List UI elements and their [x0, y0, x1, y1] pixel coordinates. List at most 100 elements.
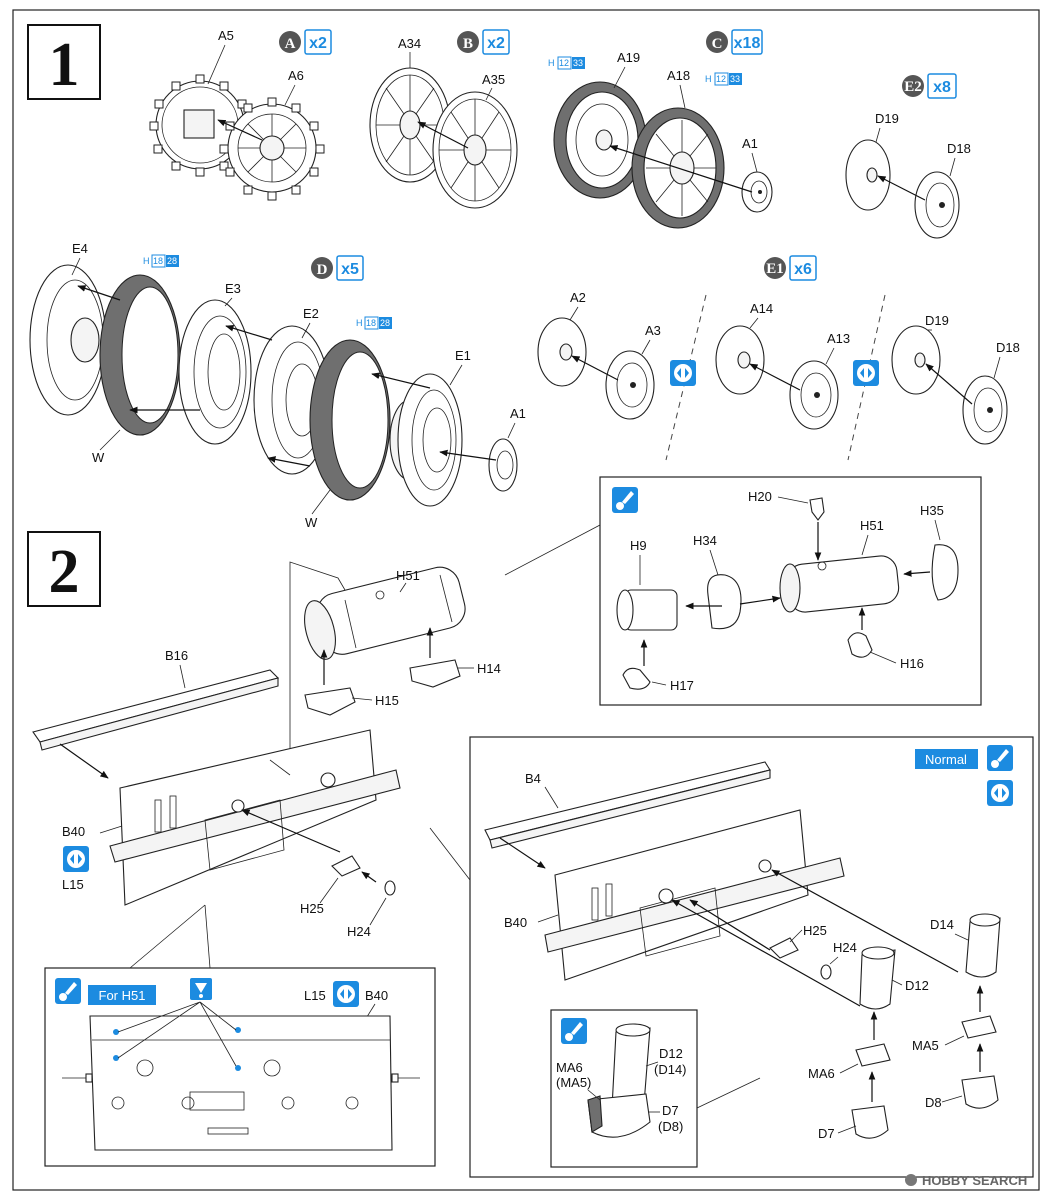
svg-text:A1: A1 [742, 136, 758, 151]
hull-side-b16-b40 [32, 669, 401, 906]
svg-text:H: H [705, 74, 712, 84]
svg-text:H9: H9 [630, 538, 647, 553]
svg-text:MA6: MA6 [808, 1066, 835, 1081]
svg-text:1: 1 [49, 31, 80, 99]
detail-h51: H51 [779, 518, 900, 613]
normal-panel: Normal B4 B40 H25 H24 [469, 736, 1034, 1178]
tire-w1 [99, 274, 181, 436]
badge-b: B x2 [457, 29, 510, 55]
idler-group: B x2 A34 A35 [369, 29, 518, 209]
svg-text:C: C [712, 36, 723, 52]
tire-w2 [309, 339, 391, 501]
roadwheel-a18 [631, 107, 725, 229]
normal-h24: H24 [820, 940, 857, 980]
normal-d14: D14 [930, 913, 1001, 978]
svg-text:B40: B40 [62, 824, 85, 839]
wheel-d-group: D x5 H 18 28 H 18 28 [29, 241, 526, 530]
svg-text:H51: H51 [396, 568, 420, 583]
svg-text:E1: E1 [455, 348, 471, 363]
alt-d19 [891, 325, 941, 395]
svg-text:A6: A6 [288, 68, 304, 83]
svg-text:H24: H24 [833, 940, 857, 955]
hubcap-d-a1 [488, 438, 518, 492]
svg-text:H51: H51 [860, 518, 884, 533]
paint-brush-icon [55, 978, 81, 1004]
svg-text:A5: A5 [218, 28, 234, 43]
svg-text:E4: E4 [72, 241, 88, 256]
svg-text:A19: A19 [617, 50, 640, 65]
part-h24: H24 [347, 871, 396, 939]
magnifier-leader [289, 561, 346, 775]
badge-c: C x18 [706, 29, 763, 55]
svg-text:D14: D14 [930, 917, 954, 932]
badge-d: D x5 [311, 255, 364, 281]
paint-brush-icon [612, 487, 638, 513]
part-h25: H25 [300, 855, 361, 916]
svg-text:12: 12 [559, 58, 569, 68]
svg-text:D18: D18 [996, 340, 1020, 355]
svg-text:28: 28 [380, 318, 390, 328]
normal-h25: H25 [769, 923, 827, 959]
bracket-h14: H14 [409, 627, 501, 688]
drill-hole-icon [190, 978, 212, 1000]
badge-e2: E2 x8 [902, 73, 957, 99]
svg-text:H20: H20 [748, 489, 772, 504]
alt-a13 [789, 360, 839, 430]
paint-brush-icon [561, 1018, 587, 1044]
svg-text:(D14): (D14) [654, 1062, 687, 1077]
paint-brush-icon [987, 745, 1013, 771]
svg-text:D8: D8 [925, 1095, 942, 1110]
svg-text:A34: A34 [398, 36, 421, 51]
for-h51-tag: For H51 [88, 985, 156, 1005]
svg-text:33: 33 [730, 74, 740, 84]
svg-text:(D8): (D8) [658, 1119, 683, 1134]
svg-text:A: A [285, 36, 296, 52]
svg-text:x2: x2 [309, 35, 327, 52]
svg-text:28: 28 [167, 256, 177, 266]
svg-text:MA6: MA6 [556, 1060, 583, 1075]
paint-code-d1: H 18 28 [143, 254, 179, 268]
detail-h17: H17 [622, 639, 694, 693]
svg-text:A3: A3 [645, 323, 661, 338]
svg-text:D12: D12 [905, 978, 929, 993]
detail-h16: H16 [847, 607, 924, 671]
svg-text:18: 18 [366, 318, 376, 328]
svg-text:B4: B4 [525, 771, 541, 786]
normal-d12: D12 [859, 946, 929, 1010]
paint-code-c1: H 12 33 [548, 56, 585, 70]
svg-text:D12: D12 [659, 1046, 683, 1061]
svg-text:H: H [548, 58, 555, 68]
roadwheel-c-group: C x18 H 12 33 H 12 33 [548, 29, 773, 229]
svg-text:E2: E2 [904, 79, 922, 95]
svg-text:D: D [317, 262, 328, 278]
svg-text:D19: D19 [875, 111, 899, 126]
svg-text:H17: H17 [670, 678, 694, 693]
svg-text:Normal: Normal [925, 752, 967, 767]
svg-text:H35: H35 [920, 503, 944, 518]
alt-a14 [715, 325, 765, 395]
svg-text:D7: D7 [818, 1126, 835, 1141]
step-1-badge: 1 [27, 24, 101, 100]
svg-text:18: 18 [153, 256, 163, 266]
wheel-e4 [29, 264, 107, 416]
svg-text:33: 33 [573, 58, 583, 68]
svg-text:E1: E1 [766, 261, 784, 277]
sprocket-group: A x2 [149, 28, 332, 201]
bracket-h15: H15 [304, 649, 399, 716]
svg-text:A18: A18 [667, 68, 690, 83]
svg-text:2: 2 [49, 538, 80, 606]
svg-text:12: 12 [716, 74, 726, 84]
svg-text:E3: E3 [225, 281, 241, 296]
option-symmetric-icon [853, 360, 879, 386]
svg-text:H24: H24 [347, 924, 371, 939]
svg-text:A13: A13 [827, 331, 850, 346]
svg-text:W: W [305, 515, 318, 530]
svg-text:B40: B40 [365, 988, 388, 1003]
for-h51-panel: For H51 L15 B40 [44, 967, 436, 1167]
badge-a: A x2 [279, 29, 332, 55]
roller-d18 [914, 171, 960, 239]
normal-ma5: MA5 [912, 985, 997, 1053]
normal-tag: Normal [915, 749, 978, 769]
svg-text:W: W [92, 450, 105, 465]
svg-text:D19: D19 [925, 313, 949, 328]
